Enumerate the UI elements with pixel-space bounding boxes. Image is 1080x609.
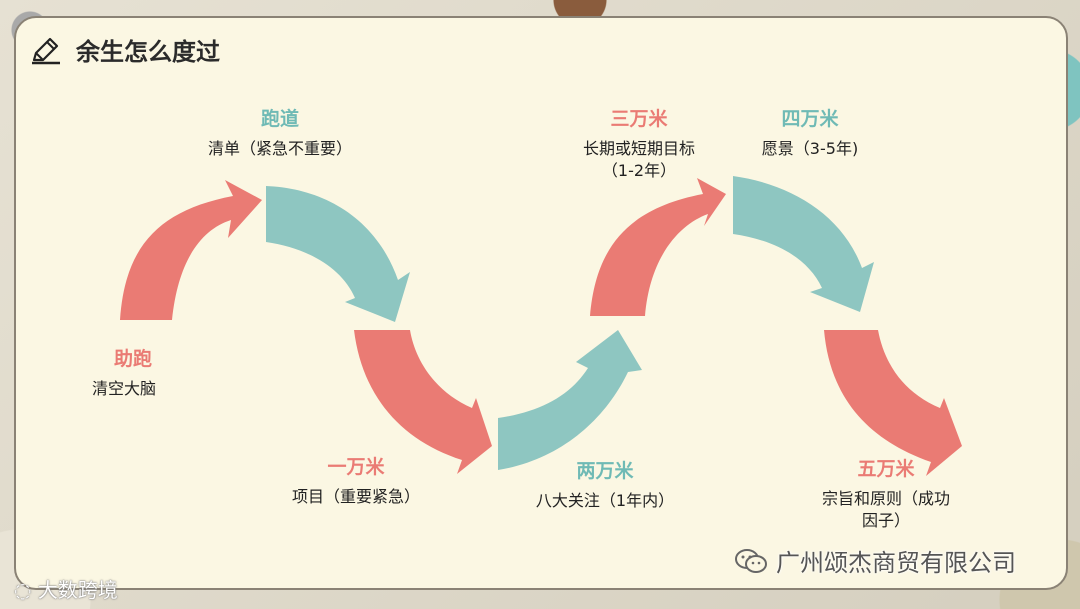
stage-desc: 项目（重要紧急） [291, 487, 421, 506]
watermark-right-text: 广州颂杰商贸有限公司 [776, 549, 1016, 577]
stage-7-label: 五万米 宗旨和原则（成功 因子） [822, 457, 950, 532]
stage-desc: 清单（紧急不重要） [207, 139, 353, 158]
stage-3-label: 一万米 项目（重要紧急） [292, 455, 420, 508]
stage-desc: 宗旨和原则（成功 [821, 489, 951, 508]
watermark-right: 广州颂杰商贸有限公司 [734, 543, 1016, 578]
stage-5-label: 三万米 长期或短期目标 （1-2年） [583, 107, 695, 182]
arrow-stage-1 [120, 180, 262, 320]
stage-desc: 愿景（3-5年) [761, 139, 859, 158]
slide-card [14, 16, 1068, 590]
slide-title: 余生怎么度过 [76, 38, 220, 66]
stage-title: 五万米 [857, 458, 915, 480]
watermark-left: ◌ 大数跨境 [14, 574, 118, 603]
stage-desc: 长期或短期目标 [582, 139, 696, 158]
stage-2-label: 跑道 清单（紧急不重要） [208, 107, 352, 160]
stage-title: 四万米 [781, 108, 839, 130]
stage-desc: 清空大脑 [92, 379, 157, 398]
stage-4-label: 两万米 八大关注（1年内） [536, 459, 674, 512]
watermark-logo-icon: ◌ [14, 578, 32, 602]
stage-desc: 八大关注（1年内） [535, 491, 675, 510]
stage-title: 一万米 [327, 456, 385, 478]
arrow-stage-2 [266, 186, 410, 322]
stage-title: 助跑 [114, 348, 153, 370]
stage-title: 跑道 [260, 108, 300, 130]
pencil-icon [32, 37, 60, 65]
arrow-stage-7 [824, 330, 962, 476]
stage-desc-line-2: 因子） [861, 511, 911, 530]
stage-6-label: 四万米 愿景（3-5年) [762, 107, 858, 160]
watermark-left-text: 大数跨境 [37, 578, 118, 602]
stage-title: 三万米 [610, 108, 668, 130]
arrow-stage-4 [498, 330, 642, 470]
stage-desc-line-2: （1-2年） [601, 161, 677, 180]
arrow-stage-3 [354, 330, 492, 474]
stage-title: 两万米 [576, 460, 634, 482]
arrow-stage-5 [590, 178, 726, 316]
wechat-icon [735, 548, 767, 573]
arrow-stage-6 [733, 176, 874, 312]
stage-1-label: 助跑 清空大脑 [92, 347, 156, 400]
